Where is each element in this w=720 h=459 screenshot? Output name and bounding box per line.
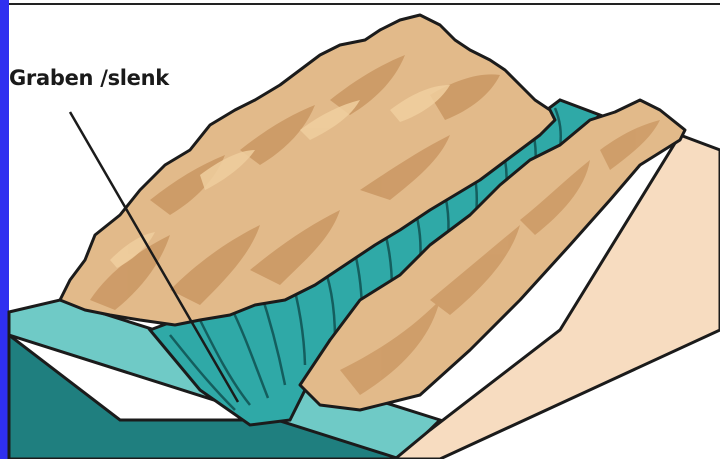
graben-label: Graben /slenk (9, 66, 169, 90)
